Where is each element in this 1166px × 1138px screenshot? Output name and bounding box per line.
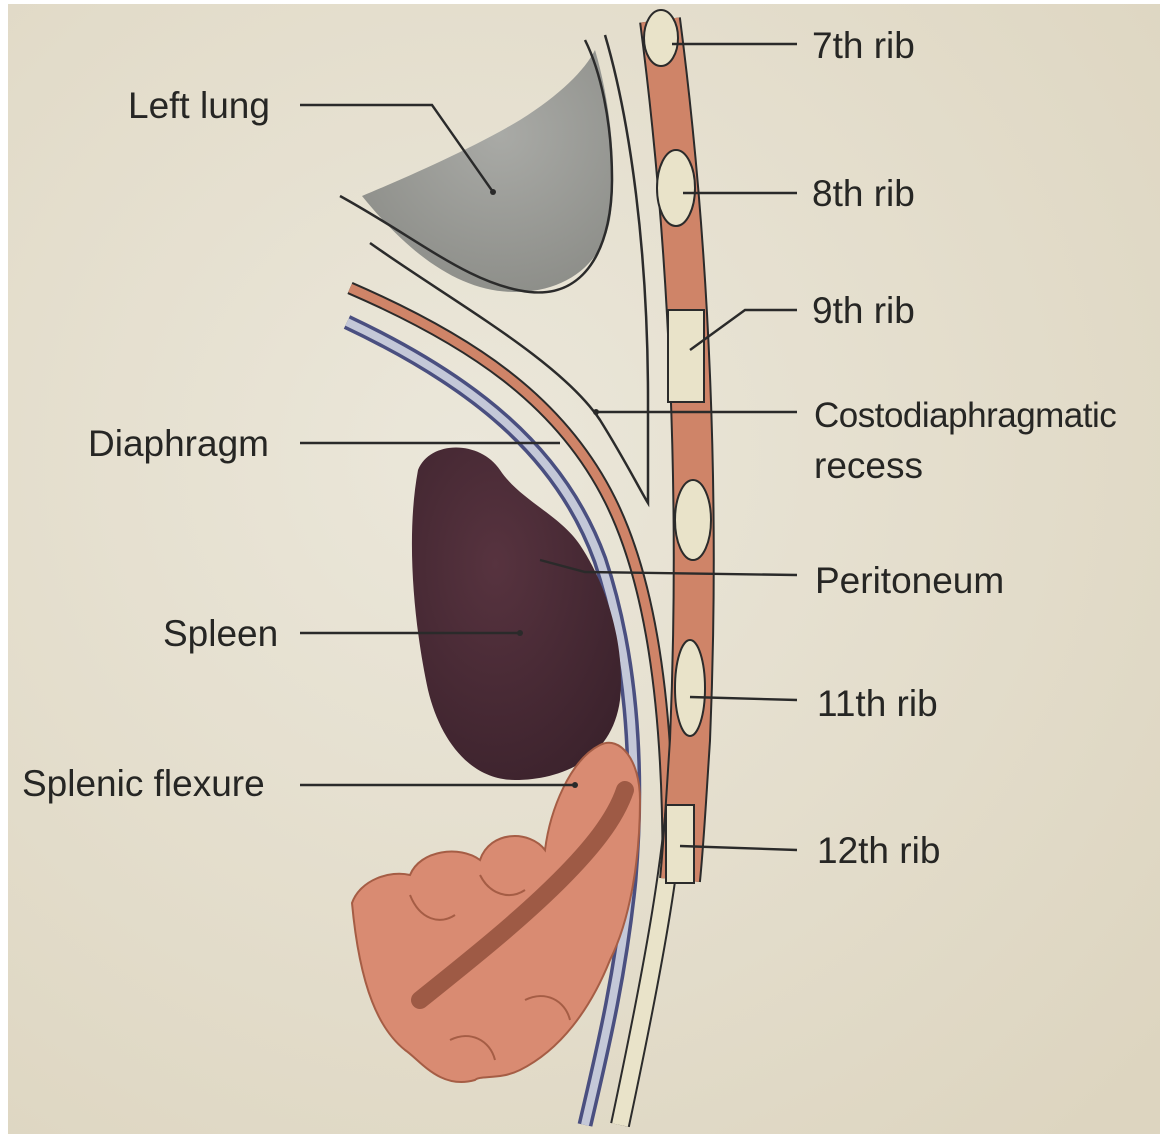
label-costodiaphragmatic-line2: recess <box>814 447 923 484</box>
dot-spleen <box>517 630 523 636</box>
label-rib11: 11th rib <box>817 685 938 722</box>
label-peritoneum: Peritoneum <box>815 562 1004 599</box>
rib-11 <box>675 640 705 736</box>
label-rib9: 9th rib <box>812 292 915 329</box>
label-rib7: 7th rib <box>812 27 915 64</box>
dot-splenic-flexure <box>572 782 578 788</box>
label-costodiaphragmatic-line1: Costodiaphragmatic <box>814 398 1116 433</box>
dot-left-lung <box>490 189 496 195</box>
rib-8 <box>657 150 695 226</box>
rib-7 <box>644 10 678 66</box>
label-diaphragm: Diaphragm <box>88 425 269 462</box>
dot-costodiaphragmatic <box>593 409 599 415</box>
label-rib12: 12th rib <box>817 832 940 869</box>
label-spleen: Spleen <box>163 615 278 652</box>
label-splenic-flexure: Splenic flexure <box>22 765 265 802</box>
rib-9 <box>668 310 704 402</box>
rib-10 <box>675 480 711 560</box>
rib-12 <box>666 805 694 883</box>
label-left-lung: Left lung <box>128 87 270 124</box>
label-rib8: 8th rib <box>812 175 915 212</box>
